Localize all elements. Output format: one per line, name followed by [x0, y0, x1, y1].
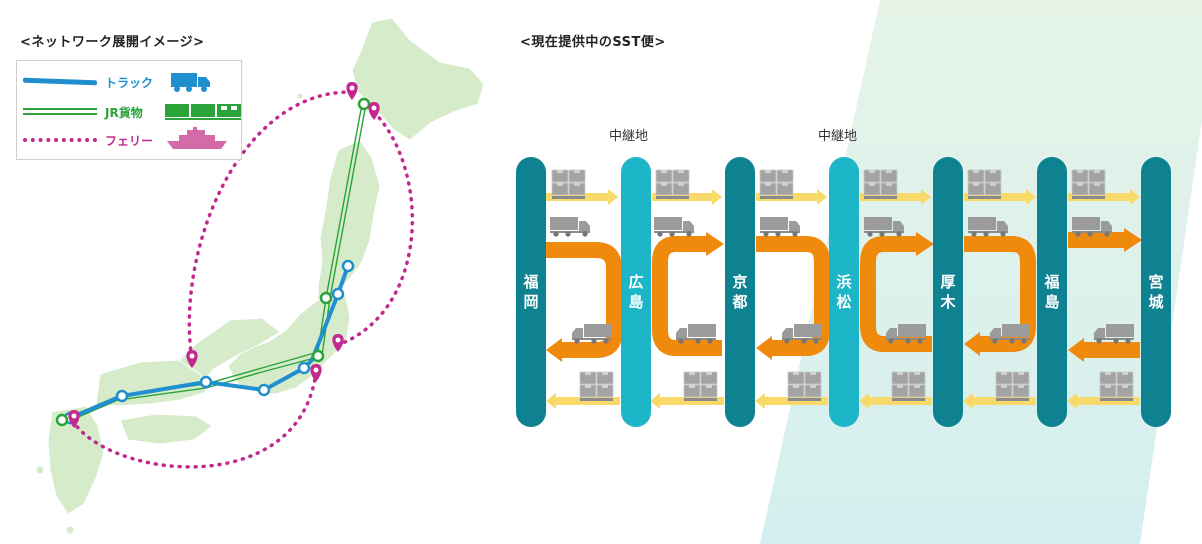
- japan-network-map: [35, 17, 485, 535]
- truck-routes: [68, 264, 350, 420]
- freight-train-icon: [165, 104, 241, 120]
- legend-ferry-label: フェリー: [105, 134, 154, 148]
- truck-icon: [1072, 217, 1112, 237]
- orange-arrowheads: [546, 228, 1142, 362]
- network-title: <ネットワーク展開イメージ>: [20, 35, 205, 50]
- station-bar-kyoto: [725, 157, 755, 427]
- station-bar-hamamatsu: [829, 157, 859, 427]
- orange-routes: [546, 232, 1140, 358]
- rail-nodes: [55, 97, 371, 427]
- relay-label-2: 中継地: [818, 129, 858, 144]
- station-bar-atsugi: [933, 157, 963, 427]
- station-label-hamamatsu: 浜松: [836, 273, 852, 311]
- station-label-atsugi: 厚木: [940, 273, 956, 311]
- legend-ferry: フェリー: [17, 127, 241, 153]
- truck-line-swatch: [23, 77, 97, 86]
- truck-icon: [572, 324, 612, 344]
- legend-truck: トラック: [17, 69, 241, 95]
- station-bar-miyagi: [1141, 157, 1171, 427]
- sst-title: <現在提供中のSST便>: [520, 35, 666, 50]
- truck-icon: [968, 217, 1008, 237]
- station-bars: [516, 157, 1171, 427]
- truck-icon: [654, 217, 694, 237]
- station-label-fukushima: 福島: [1044, 273, 1060, 311]
- legend-rail-label: JR貨物: [105, 106, 143, 120]
- truck-icon: [550, 217, 590, 237]
- truck-icon: [171, 73, 210, 92]
- station-label-kyoto: 京都: [732, 273, 748, 311]
- relay-label-1: 中継地: [609, 129, 649, 144]
- truck-icon: [990, 324, 1030, 344]
- station-label-miyagi: 宮城: [1148, 273, 1164, 311]
- station-bar-fukuoka: [516, 157, 546, 427]
- truck-icon: [1094, 324, 1134, 344]
- station-label-hiroshima: 広島: [628, 273, 644, 311]
- truck-icon: [760, 217, 800, 237]
- ferry-routes: [70, 90, 415, 469]
- station-bar-hiroshima: [621, 157, 651, 427]
- truck-icon: [886, 324, 926, 344]
- station-label-fukuoka: 福岡: [523, 273, 539, 311]
- legend-rail: JR貨物: [17, 99, 241, 125]
- ferry-icon: [167, 127, 227, 149]
- station-bar-fukushima: [1037, 157, 1067, 427]
- sst-route-diagram: [516, 157, 1171, 427]
- map-legend: トラック JR貨物 フェリー: [16, 60, 242, 160]
- truck-icon: [676, 324, 716, 344]
- legend-truck-label: トラック: [105, 76, 154, 90]
- truck-icon: [864, 217, 904, 237]
- truck-icon: [782, 324, 822, 344]
- ferry-pins: [68, 82, 380, 428]
- japan-landmass: [35, 17, 485, 535]
- rail-line-swatch: [23, 108, 97, 115]
- ferry-line-swatch: [23, 138, 97, 142]
